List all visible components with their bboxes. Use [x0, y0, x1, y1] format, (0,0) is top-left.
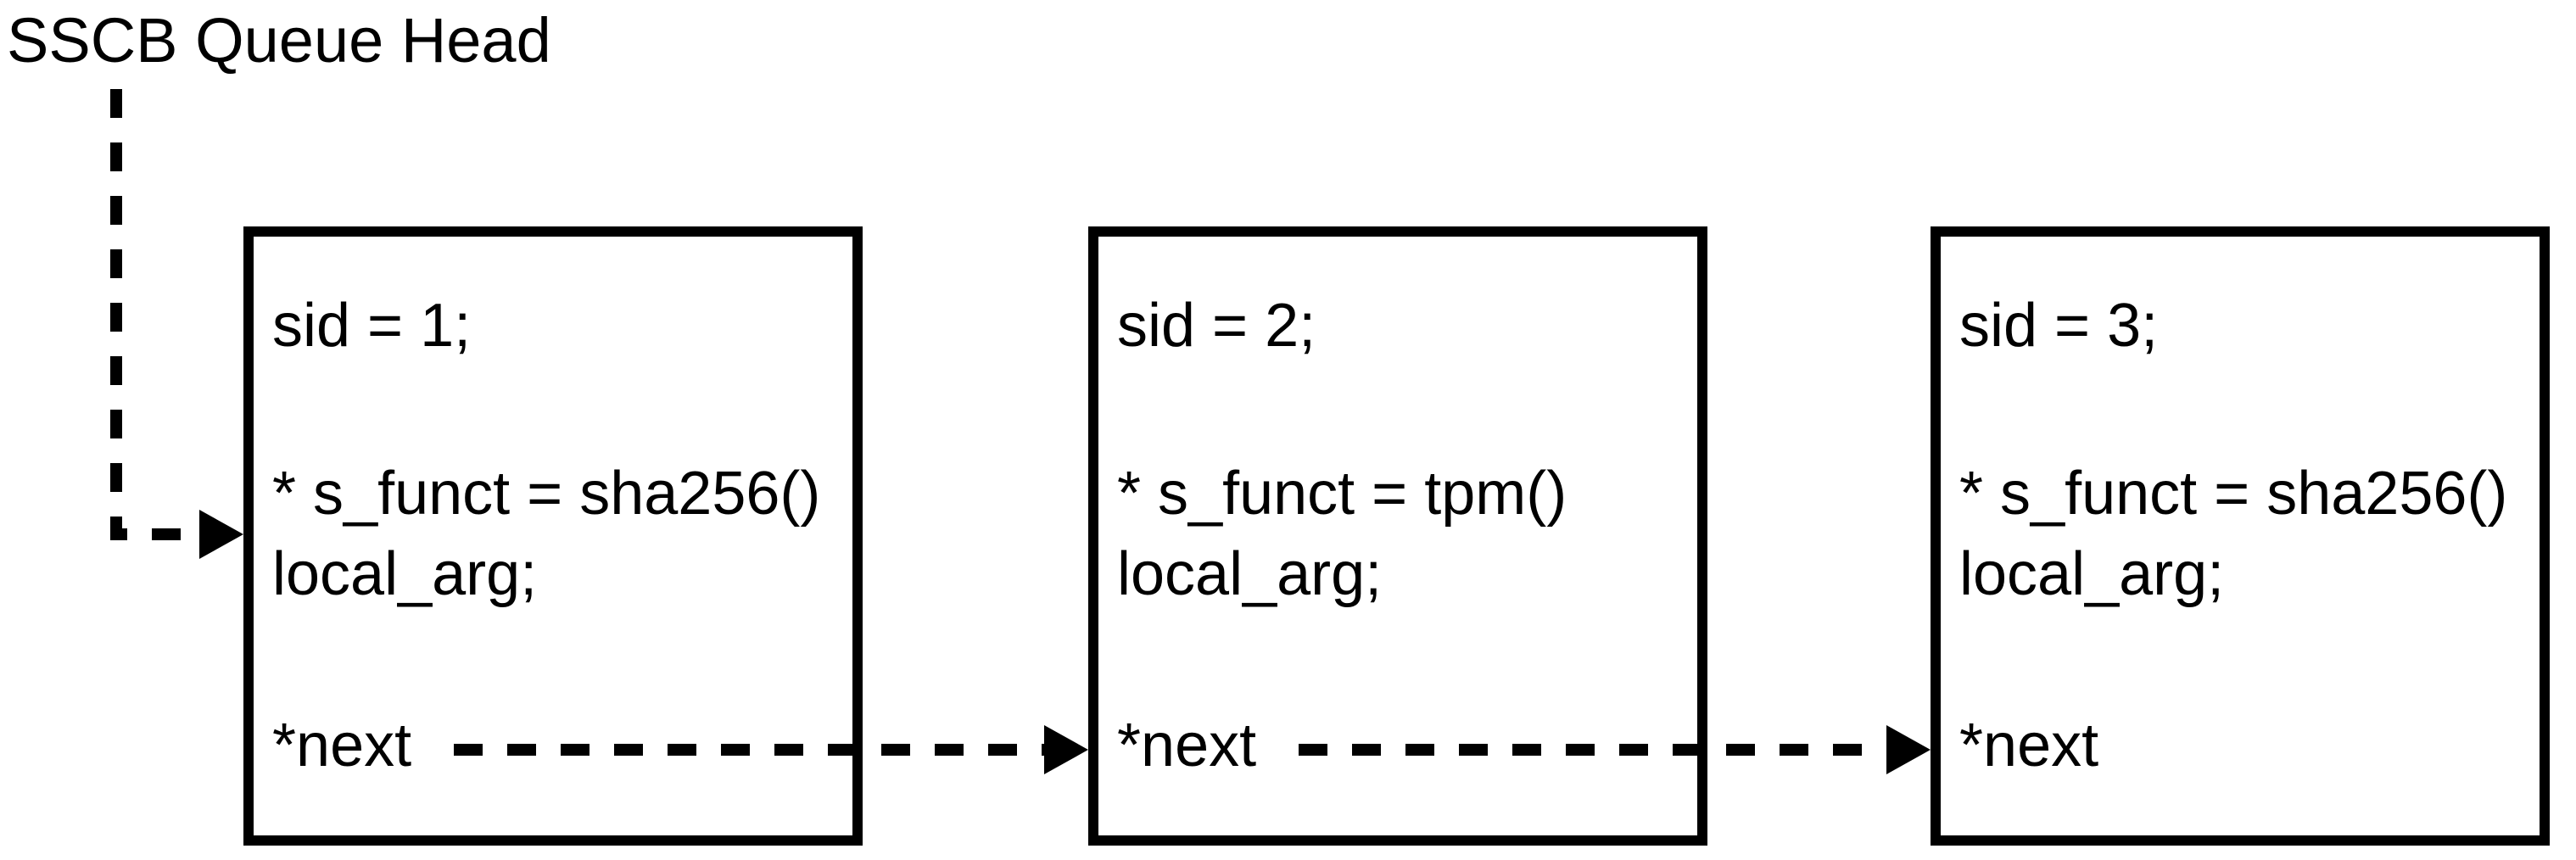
sscb-node-3: sid = 3; * s_funct = sha256() local_arg;… — [1931, 226, 2550, 846]
head-arrowhead-icon — [199, 510, 243, 559]
sscb-node-2: sid = 2; * s_funct = tpm() local_arg; *n… — [1088, 226, 1707, 846]
queue-head-label: SSCB Queue Head — [7, 5, 551, 75]
node-2-next-line: *next — [1117, 712, 1257, 779]
node-1-arg-line: local_arg; — [272, 540, 538, 608]
head-pointer-arrow — [110, 89, 243, 559]
node-3-sid-line: sid = 3; — [1959, 292, 2159, 360]
node-1-next-line: *next — [272, 712, 412, 779]
next-arrowhead-2-icon — [1886, 725, 1931, 774]
node-2-arg-line: local_arg; — [1117, 540, 1383, 608]
node-2-funct-line: * s_funct = tpm() — [1117, 460, 1567, 528]
sscb-node-1: sid = 1; * s_funct = sha256() local_arg;… — [243, 226, 863, 846]
next-arrowhead-1-icon — [1044, 725, 1088, 774]
node-3-next-line: *next — [1959, 712, 2099, 779]
node-2-sid-line: sid = 2; — [1117, 292, 1316, 360]
node-3-arg-line: local_arg; — [1959, 540, 2225, 608]
node-1-funct-line: * s_funct = sha256() — [272, 460, 821, 528]
node-3-funct-line: * s_funct = sha256() — [1959, 460, 2508, 528]
node-1-sid-line: sid = 1; — [272, 292, 472, 360]
